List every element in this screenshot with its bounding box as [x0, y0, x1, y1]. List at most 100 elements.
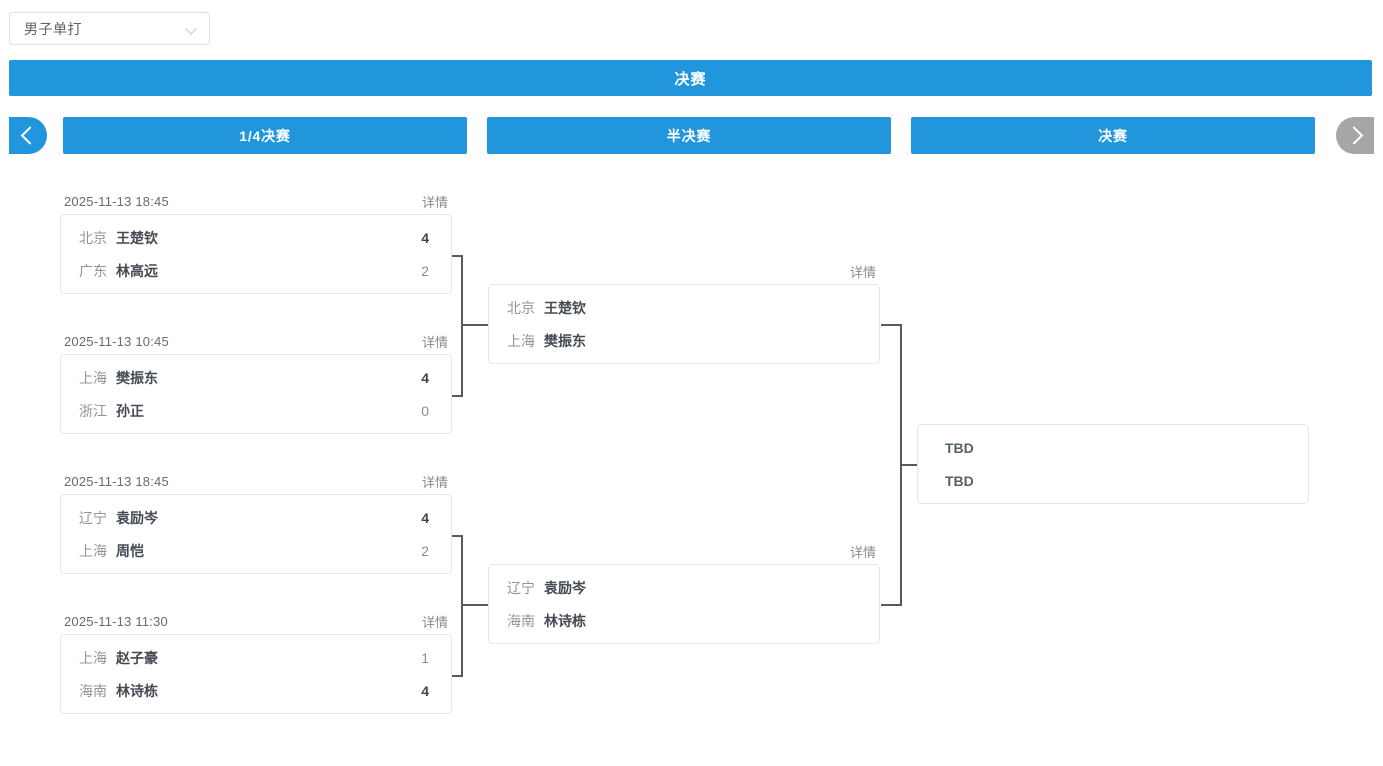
bracket-connector — [461, 604, 488, 606]
match-detail-link[interactable]: 详情 — [421, 334, 448, 350]
team-name: TBD — [945, 439, 974, 456]
match-header: 2025-11-13 10:45 详情 — [60, 328, 452, 354]
team-row: 上海 周恺 2 — [61, 534, 451, 567]
team-name: 樊振东 — [116, 369, 158, 386]
team-name: 王楚钦 — [116, 229, 158, 246]
team-name: 林诗栋 — [116, 682, 158, 699]
match-card-sf1[interactable]: 详情 北京 王楚钦 上海 樊振东 — [488, 258, 880, 364]
match-card-qf1[interactable]: 2025-11-13 18:45 详情 北京 王楚钦 4 广东 林高远 2 — [60, 188, 452, 294]
team-row: 上海 樊振东 — [489, 324, 879, 357]
team-name: TBD — [945, 472, 974, 489]
team-province: 上海 — [79, 649, 107, 666]
team-province: 北京 — [79, 229, 107, 246]
match-body: 辽宁 袁励岑 海南 林诗栋 — [488, 564, 880, 644]
match-time: 2025-11-13 18:45 — [64, 473, 169, 489]
team-row: 海南 林诗栋 — [489, 604, 879, 637]
team-score: 4 — [421, 682, 429, 699]
bracket-connector — [452, 675, 463, 677]
team-row: TBD — [918, 464, 1308, 497]
bracket-connector — [461, 324, 488, 326]
match-detail-link[interactable]: 详情 — [421, 194, 448, 210]
team-score: 4 — [421, 229, 429, 246]
category-select[interactable]: 男子单打 — [9, 12, 210, 45]
chevron-down-icon — [185, 22, 199, 36]
team-province: 上海 — [507, 332, 535, 349]
bracket-connector — [461, 255, 463, 397]
team-row: 北京 王楚钦 — [489, 291, 879, 324]
team-score: 4 — [421, 509, 429, 526]
match-detail-link[interactable]: 详情 — [421, 474, 448, 490]
category-select-value: 男子单打 — [24, 20, 82, 37]
match-header: 2025-11-13 18:45 详情 — [60, 188, 452, 214]
bracket-connector — [452, 395, 463, 397]
match-header: 详情 — [488, 538, 880, 564]
team-name: 周恺 — [116, 542, 144, 559]
team-row: 北京 王楚钦 4 — [61, 221, 451, 254]
team-province: 北京 — [507, 299, 535, 316]
team-province: 海南 — [79, 682, 107, 699]
match-body: 上海 赵子豪 1 海南 林诗栋 4 — [60, 634, 452, 714]
team-name: 袁励岑 — [544, 579, 586, 596]
match-detail-link[interactable]: 详情 — [849, 264, 876, 280]
match-card-qf4[interactable]: 2025-11-13 11:30 详情 上海 赵子豪 1 海南 林诗栋 4 — [60, 608, 452, 714]
team-row: 浙江 孙正 0 — [61, 394, 451, 427]
team-name: 袁励岑 — [116, 509, 158, 526]
team-province: 辽宁 — [79, 509, 107, 526]
team-row: 辽宁 袁励岑 4 — [61, 501, 451, 534]
match-detail-link[interactable]: 详情 — [421, 614, 448, 630]
team-row: 广东 林高远 2 — [61, 254, 451, 287]
next-round-button[interactable] — [1336, 117, 1374, 154]
prev-round-button[interactable] — [9, 117, 47, 154]
team-row: TBD — [918, 431, 1308, 464]
match-card-qf3[interactable]: 2025-11-13 18:45 详情 辽宁 袁励岑 4 上海 周恺 2 — [60, 468, 452, 574]
stage-banner: 决赛 — [9, 60, 1372, 96]
team-name: 赵子豪 — [116, 649, 158, 666]
match-header: 2025-11-13 11:30 详情 — [60, 608, 452, 634]
team-name: 孙正 — [116, 402, 144, 419]
team-score: 2 — [421, 542, 429, 559]
match-body: TBD TBD — [917, 424, 1309, 504]
team-name: 林高远 — [116, 262, 158, 279]
chevron-right-icon — [1344, 126, 1363, 145]
round-tab-bar: 1/4决赛 半决赛 决赛 — [0, 117, 1383, 154]
match-header: 详情 — [488, 258, 880, 284]
bracket-connector — [461, 535, 463, 677]
team-province: 上海 — [79, 542, 107, 559]
match-card-final[interactable]: TBD TBD — [917, 424, 1309, 504]
bracket-connector — [881, 604, 902, 606]
team-name: 王楚钦 — [544, 299, 586, 316]
team-score: 0 — [421, 402, 429, 419]
tab-final[interactable]: 决赛 — [911, 117, 1315, 154]
bracket: 2025-11-13 18:45 详情 北京 王楚钦 4 广东 林高远 2 20… — [0, 154, 1383, 766]
team-score: 2 — [421, 262, 429, 279]
team-name: 林诗栋 — [544, 612, 586, 629]
match-body: 北京 王楚钦 上海 樊振东 — [488, 284, 880, 364]
team-province: 广东 — [79, 262, 107, 279]
tab-quarterfinal[interactable]: 1/4决赛 — [63, 117, 467, 154]
team-row: 上海 樊振东 4 — [61, 361, 451, 394]
match-body: 上海 樊振东 4 浙江 孙正 0 — [60, 354, 452, 434]
team-row: 海南 林诗栋 4 — [61, 674, 451, 707]
match-card-sf2[interactable]: 详情 辽宁 袁励岑 海南 林诗栋 — [488, 538, 880, 644]
team-score: 1 — [421, 649, 429, 666]
match-body: 北京 王楚钦 4 广东 林高远 2 — [60, 214, 452, 294]
match-header: 2025-11-13 18:45 详情 — [60, 468, 452, 494]
team-score: 4 — [421, 369, 429, 386]
match-card-qf2[interactable]: 2025-11-13 10:45 详情 上海 樊振东 4 浙江 孙正 0 — [60, 328, 452, 434]
round-tab-list: 1/4决赛 半决赛 决赛 — [63, 117, 1315, 154]
match-time: 2025-11-13 10:45 — [64, 333, 169, 349]
team-row: 上海 赵子豪 1 — [61, 641, 451, 674]
stage-banner-title: 决赛 — [674, 70, 707, 88]
bracket-connector — [881, 324, 902, 326]
team-province: 海南 — [507, 612, 535, 629]
match-detail-link[interactable]: 详情 — [849, 544, 876, 560]
bracket-connector — [452, 255, 463, 257]
team-province: 浙江 — [79, 402, 107, 419]
chevron-left-icon — [20, 126, 39, 145]
bracket-connector — [900, 464, 918, 466]
tab-semifinal[interactable]: 半决赛 — [487, 117, 891, 154]
match-time: 2025-11-13 18:45 — [64, 193, 169, 209]
match-time: 2025-11-13 11:30 — [64, 613, 168, 629]
team-row: 辽宁 袁励岑 — [489, 571, 879, 604]
match-body: 辽宁 袁励岑 4 上海 周恺 2 — [60, 494, 452, 574]
